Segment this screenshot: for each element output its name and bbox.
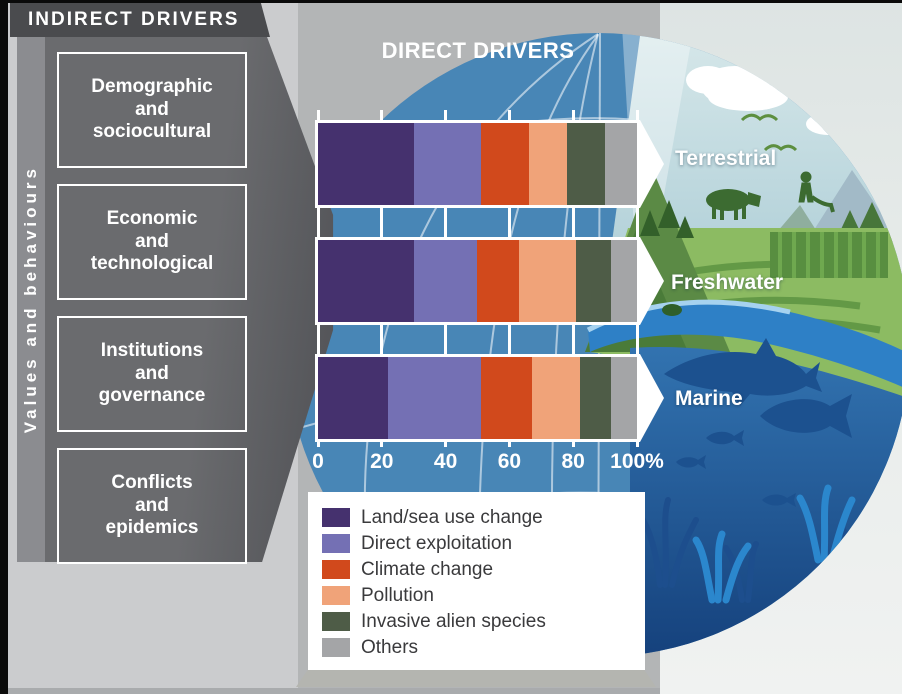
legend-swatch-icon [322, 585, 350, 605]
legend-item-label: Pollution [361, 584, 434, 606]
bar-segment-land-sea-use-change [318, 123, 414, 205]
legend-swatch-icon [322, 533, 350, 553]
birds-icon [740, 113, 798, 152]
direct-drivers-title: DIRECT DRIVERS [381, 38, 575, 63]
legend-swatch-icon [322, 559, 350, 579]
legend-item: Invasive alien species [322, 608, 645, 634]
bar-segment-pollution [518, 240, 577, 322]
bar-segment-pollution [531, 357, 580, 439]
cow-icon [706, 189, 761, 220]
bar-arrowhead-marine [640, 354, 664, 442]
legend-swatch-icon [322, 507, 350, 527]
bar-segment-others [611, 357, 637, 439]
values-behaviours-label: Values and behaviours [21, 165, 40, 434]
crop-field [770, 232, 888, 278]
axis-tick-label: 100% [610, 450, 664, 473]
legend-item-label: Others [361, 636, 419, 658]
indirect-box-1: Economic and technological [57, 184, 247, 300]
page-edge-top [0, 0, 902, 3]
bar-arrowhead-terrestrial [640, 120, 664, 208]
axis-tick-label: 60 [497, 450, 522, 473]
crop-rows [778, 232, 880, 278]
bar-segment-land-sea-use-change [318, 357, 389, 439]
deep-ocean [630, 347, 902, 657]
bar-segment-direct-exploitation [413, 123, 481, 205]
river [588, 302, 902, 392]
bar-segment-invasive-alien-species [579, 357, 612, 439]
bar-segment-pollution [528, 123, 567, 205]
bar-segment-invasive-alien-species [576, 240, 612, 322]
legend-item: Others [322, 634, 645, 660]
bar-row-marine [315, 354, 640, 442]
values-behaviours-strip: Values and behaviours [17, 37, 45, 562]
bar-row-freshwater [315, 237, 640, 325]
legend-shadow [296, 666, 656, 687]
legend-item-label: Direct exploitation [361, 532, 513, 554]
page-edge-bottom [8, 688, 660, 694]
axis-tick-label: 0 [312, 450, 324, 473]
bar-segment-land-sea-use-change [318, 240, 414, 322]
bar-segment-others [605, 123, 637, 205]
bar-segment-climate-change [480, 123, 529, 205]
legend-item: Land/sea use change [322, 504, 645, 530]
ecosystem-label-freshwater: Freshwater [671, 271, 784, 294]
bar-segment-climate-change [480, 357, 532, 439]
legend-item: Pollution [322, 582, 645, 608]
legend-item-label: Land/sea use change [361, 506, 543, 528]
indirect-drivers-header: INDIRECT DRIVERS [10, 3, 270, 37]
axis-tick-label: 40 [433, 450, 458, 473]
page-edge-left [0, 0, 8, 694]
ecosystem-label-marine: Marine [675, 387, 743, 410]
indirect-box-0: Demographic and sociocultural [57, 52, 247, 168]
frog-icon [662, 304, 682, 316]
fish-icon [676, 394, 852, 507]
bar-row-terrestrial [315, 120, 640, 208]
axis-tick-label: 20 [370, 450, 394, 473]
axis-tick-label: 80 [561, 450, 585, 473]
ecosystem-label-terrestrial: Terrestrial [675, 147, 777, 170]
legend-swatch-icon [322, 637, 350, 657]
pine-trees-icon [640, 200, 694, 238]
legend-item: Climate change [322, 556, 645, 582]
indirect-box-2: Institutions and governance [57, 316, 247, 432]
farmer-icon [798, 171, 835, 213]
bar-segment-direct-exploitation [413, 240, 478, 322]
bar-segment-others [611, 240, 637, 322]
indirect-box-3: Conflicts and epidemics [57, 448, 247, 564]
bar-segment-invasive-alien-species [566, 123, 606, 205]
legend-swatch-icon [322, 611, 350, 631]
bar-segment-direct-exploitation [388, 357, 481, 439]
bar-arrowhead-freshwater [640, 237, 664, 325]
legend-item-label: Climate change [361, 558, 494, 580]
legend-item-label: Invasive alien species [361, 610, 546, 632]
bar-segment-climate-change [477, 240, 519, 322]
shark-icon [664, 338, 822, 406]
legend-item: Direct exploitation [322, 530, 645, 556]
